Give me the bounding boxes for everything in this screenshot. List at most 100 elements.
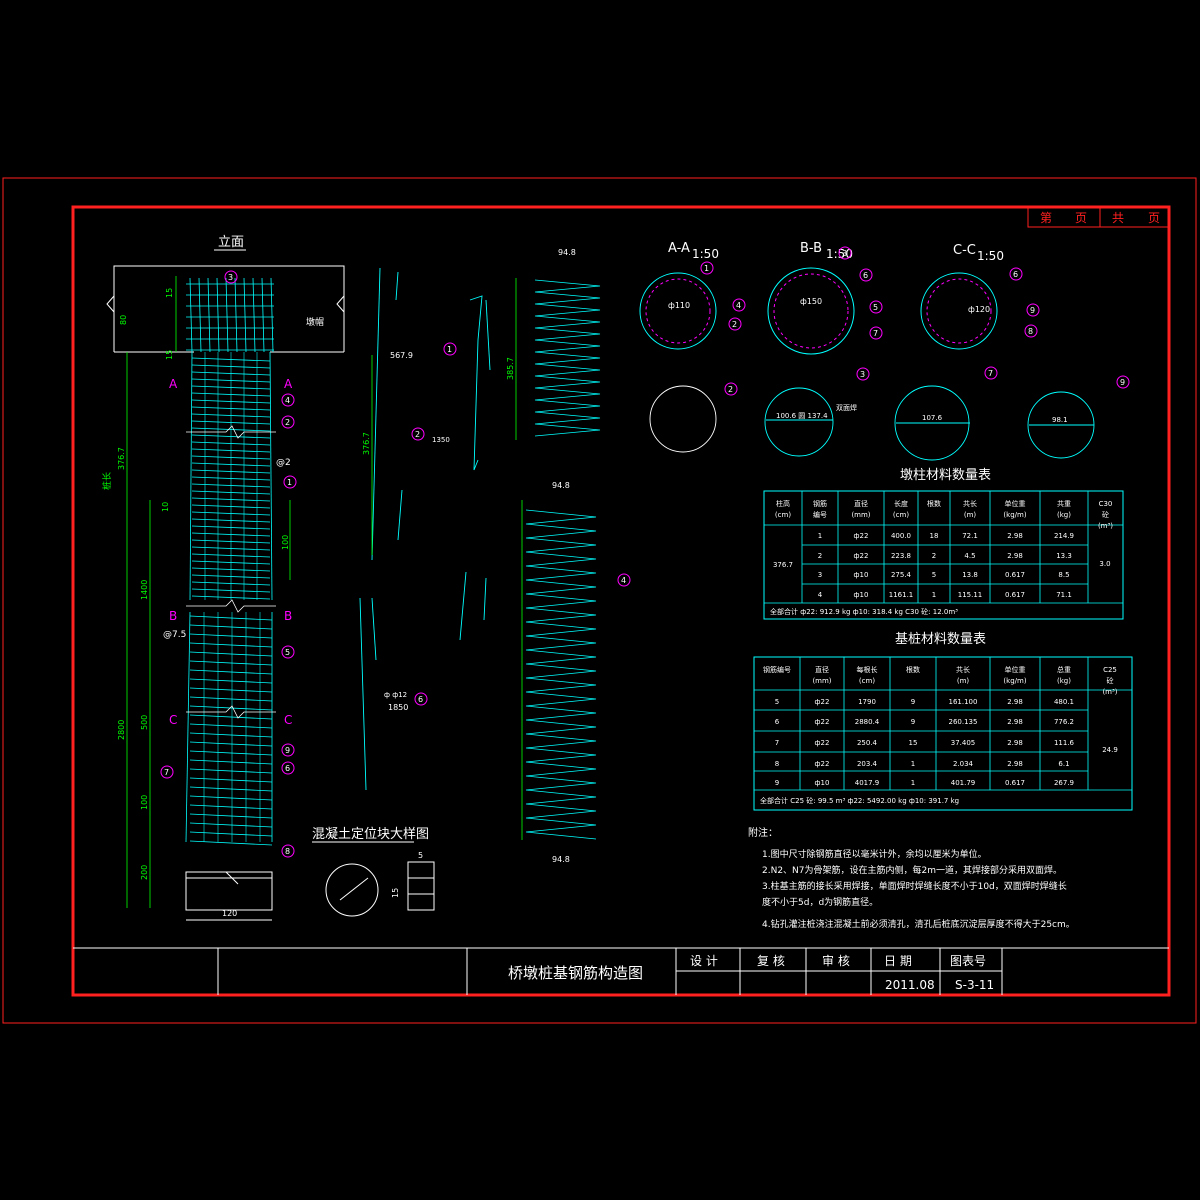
ref-bubble xyxy=(281,415,295,429)
pier-data-cell: 5 xyxy=(932,571,936,579)
pile-data-cell: ф10 xyxy=(815,779,830,787)
spiral-rebar-shapes xyxy=(525,279,601,840)
pile-data-cell: 776.2 xyxy=(1054,718,1074,726)
section-label-b-left: B xyxy=(169,609,177,623)
detail-title: 混凝土定位块大样图 xyxy=(312,826,429,842)
dim-width: 120 xyxy=(222,909,237,918)
pile-data-cell: 6.1 xyxy=(1058,760,1069,768)
pier-header-cell: 直径 xyxy=(854,499,868,508)
aa-dia: ф110 xyxy=(668,301,690,310)
pile-header-cell: 每根长 xyxy=(857,665,878,674)
ref-bubble xyxy=(281,393,295,407)
dim-upper: 1400 xyxy=(140,580,149,600)
pier-data-cell: 400.0 xyxy=(891,532,911,540)
ref-bubble-label: 3 xyxy=(228,273,233,282)
dim-pier: 376.7 xyxy=(117,447,126,470)
detail-dim-15: 15 xyxy=(391,888,400,898)
weld-label: 双面焊 xyxy=(836,403,857,412)
dim-15b: 15 xyxy=(165,350,174,360)
spiral-mid-dim: 94.8 xyxy=(552,481,570,490)
cc-scale: 1:50 xyxy=(977,249,1004,263)
pier-data-cell: 4 xyxy=(818,591,823,599)
page-tag-ye1: 页 xyxy=(1075,211,1087,225)
pile-header-cell: (m) xyxy=(957,677,970,685)
pier-header-cell: 共重 xyxy=(1057,499,1071,508)
cap-label: 墩帽 xyxy=(306,316,324,328)
note-line-2: 2.N2、N7为骨架筋，设在主筋内侧，每2m一道，其焊接部分采用双面焊。 xyxy=(762,864,1062,876)
n4-dim: 385.7 xyxy=(506,357,515,380)
ref-bubble xyxy=(984,366,998,380)
pile-data-cell: 8 xyxy=(775,760,779,768)
pier-header-cell: 根数 xyxy=(927,499,941,508)
review-label: 复 核 xyxy=(757,954,785,968)
pier-concrete-cell: 3.0 xyxy=(1099,560,1110,568)
page-tag-di: 第 xyxy=(1040,211,1052,225)
pile-data-cell: 37.405 xyxy=(951,739,976,747)
notes-title: 附注： xyxy=(748,826,778,839)
page-tag-gong: 共 xyxy=(1112,211,1124,225)
approve-label: 审 核 xyxy=(822,953,850,968)
n6-spec: ф ф12 xyxy=(384,691,407,699)
ref-bubble xyxy=(859,268,873,282)
ref-bubble-label: 3 xyxy=(860,370,865,379)
pier-header-cell: (kg) xyxy=(1057,511,1071,519)
pile-concrete-cell: 24.9 xyxy=(1102,746,1118,754)
dim-cap: 80 xyxy=(119,315,128,325)
ref-bubble-label: 2 xyxy=(728,385,733,394)
pile-header-cell: C25 xyxy=(1103,666,1117,674)
n2-len-label: 1350 xyxy=(432,436,450,444)
ref-bubble xyxy=(1026,303,1040,317)
date-value: 2011.08 xyxy=(885,978,935,992)
detail-dim-5: 5 xyxy=(418,851,423,860)
pier-data-cell: 1 xyxy=(932,591,936,599)
spiral-top-dim: 94.8 xyxy=(558,248,576,257)
design-label: 设 计 xyxy=(690,954,718,968)
pile-header-cell: 根数 xyxy=(906,665,920,674)
ref-bubble-label: 9 xyxy=(1120,378,1125,387)
ref-bubble-label: 4 xyxy=(621,576,626,585)
spiral-rebar xyxy=(525,509,597,840)
pile-data-cell: 15 xyxy=(909,739,918,747)
ref-bubble xyxy=(728,317,742,331)
pile-header-cell: 直径 xyxy=(815,665,829,674)
spiral-rebar xyxy=(534,279,601,437)
ref-bubble-label: 9 xyxy=(1030,306,1035,315)
pile-header-cell: 共长 xyxy=(956,665,970,674)
ref-bubble-label: 2 xyxy=(415,430,420,439)
ref-bubble-label: 7 xyxy=(988,369,993,378)
pile-data-cell: 250.4 xyxy=(857,739,878,747)
ring2-label: 107.6 xyxy=(922,414,943,422)
pile-data-cell: 2.034 xyxy=(953,760,974,768)
pile-data-cell: 9 xyxy=(775,779,779,787)
n1-dim: 376.7 xyxy=(362,432,371,455)
section-label-c-right: C xyxy=(284,713,292,727)
spiral-bot-dim: 94.8 xyxy=(552,855,570,864)
ref-bubble xyxy=(281,645,295,659)
ref-bubble xyxy=(1024,324,1038,338)
pier-header-cell: 砼 xyxy=(1102,510,1109,519)
pile-data-cell: ф22 xyxy=(815,760,830,768)
pier-total: 全部合计 ф22: 912.9 kg ф10: 318.4 kg C30 砼: … xyxy=(770,607,958,616)
note-line-4: 度不小于5d，d为钢筋直径。 xyxy=(762,896,878,908)
pile-data-cell: 260.135 xyxy=(949,718,978,726)
pile-data-cell: ф22 xyxy=(815,718,830,726)
ref-bubble xyxy=(838,246,852,260)
dim-total-label: 桩长 xyxy=(101,472,113,490)
pier-data-cell: 72.1 xyxy=(962,532,978,540)
dim-10: 10 xyxy=(161,502,170,512)
pile-data-cell: 9 xyxy=(911,698,915,706)
ref-bubble-label: 1 xyxy=(287,478,292,487)
ref-bubble xyxy=(443,342,457,356)
ref-bubble xyxy=(724,382,738,396)
pier-data-cell: ф22 xyxy=(854,532,869,540)
ref-bubble xyxy=(869,300,883,314)
ref-bubble xyxy=(281,844,295,858)
spacing-label: @7.5 xyxy=(163,630,186,640)
pile-data-cell: 2.98 xyxy=(1007,739,1023,747)
pier-header-cell: 长度 xyxy=(894,499,908,508)
pile-data-cell: 1 xyxy=(911,760,915,768)
ref-bubble xyxy=(281,761,295,775)
cc-title: C-C xyxy=(953,243,976,258)
rebar-shapes xyxy=(359,267,491,791)
pile-data-cell: ф22 xyxy=(815,739,830,747)
